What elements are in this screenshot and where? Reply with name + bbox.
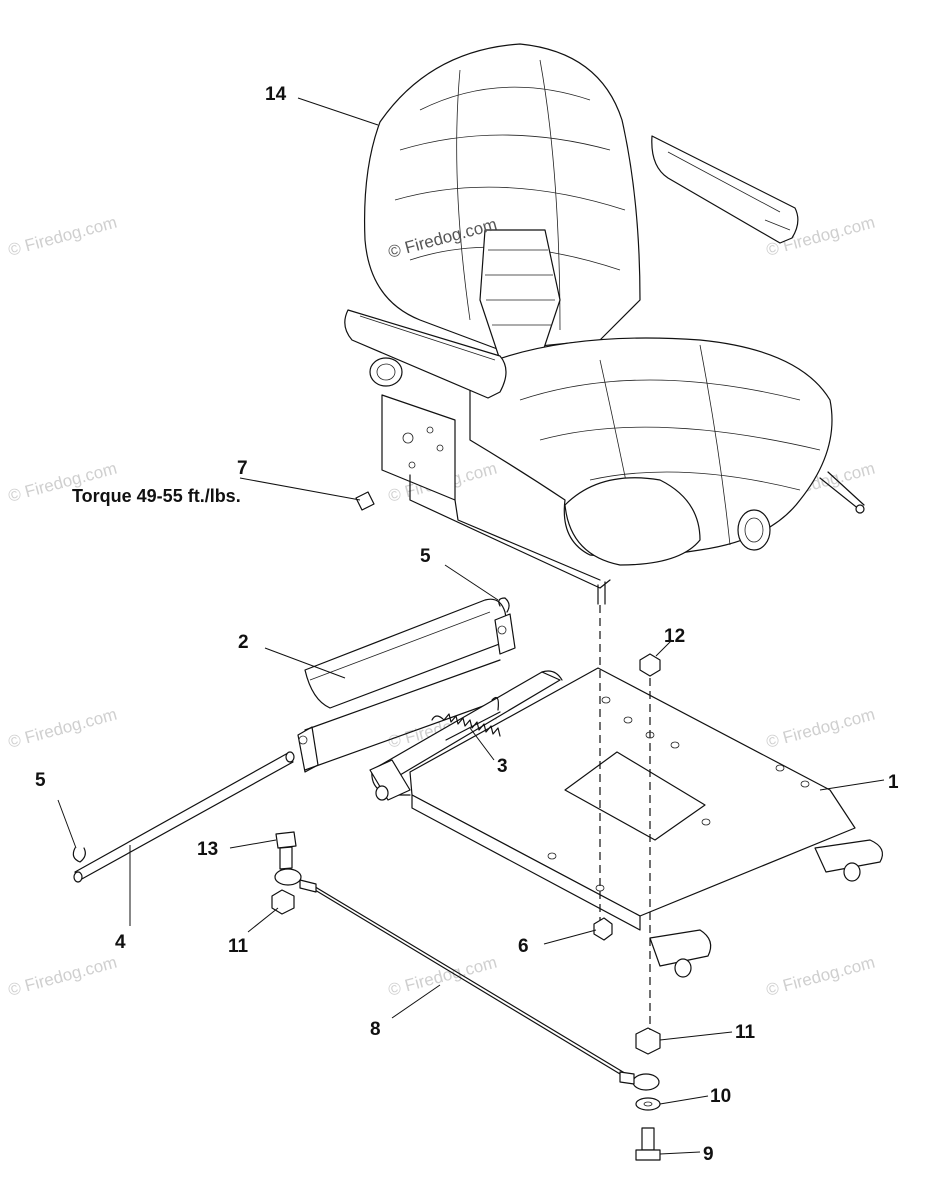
torque-note: Torque 49-55 ft./lbs. bbox=[72, 486, 241, 506]
tether-cable bbox=[274, 868, 660, 1091]
callout-7: 7 bbox=[237, 458, 248, 479]
callout-5-left: 5 bbox=[35, 770, 46, 791]
callout-4: 4 bbox=[115, 932, 126, 953]
callout-14: 14 bbox=[265, 84, 287, 105]
callout-1: 1 bbox=[888, 772, 899, 793]
callout-13: 13 bbox=[197, 839, 218, 860]
retaining-clips bbox=[72, 597, 510, 863]
callout-10: 10 bbox=[710, 1086, 731, 1107]
callout-11-right: 11 bbox=[735, 1022, 756, 1043]
slide-rod bbox=[73, 751, 295, 883]
callout-5-upper: 5 bbox=[420, 546, 431, 567]
callout-2: 2 bbox=[238, 632, 249, 653]
leader-lines bbox=[57, 97, 885, 1155]
watermark-text: © Firedog.com bbox=[386, 953, 499, 1000]
watermark-layer: © Firedog.com © Firedog.com © Firedog.co… bbox=[6, 213, 877, 1000]
callout-8: 8 bbox=[370, 1019, 381, 1040]
watermark-text: © Firedog.com bbox=[764, 953, 877, 1000]
alignment-lines bbox=[599, 605, 651, 1030]
watermark-text: © Firedog.com bbox=[6, 213, 119, 260]
callout-12: 12 bbox=[664, 626, 685, 647]
callout-9: 9 bbox=[703, 1144, 714, 1165]
hardware bbox=[271, 491, 661, 1161]
seat-slide-rail bbox=[297, 598, 516, 773]
seat-assembly bbox=[344, 43, 865, 605]
callout-3: 3 bbox=[497, 756, 508, 777]
watermark-text: © Firedog.com bbox=[764, 705, 877, 752]
callout-11-left: 11 bbox=[228, 936, 249, 957]
watermark-text: © Firedog.com bbox=[6, 953, 119, 1000]
watermark-text: © Firedog.com bbox=[6, 705, 119, 752]
callout-labels: 14 7 Torque 49-55 ft./lbs. 5 2 12 1 3 5 … bbox=[35, 84, 899, 1165]
seat-base-plate bbox=[369, 667, 883, 978]
callout-6: 6 bbox=[518, 936, 529, 957]
tension-spring bbox=[431, 697, 501, 741]
